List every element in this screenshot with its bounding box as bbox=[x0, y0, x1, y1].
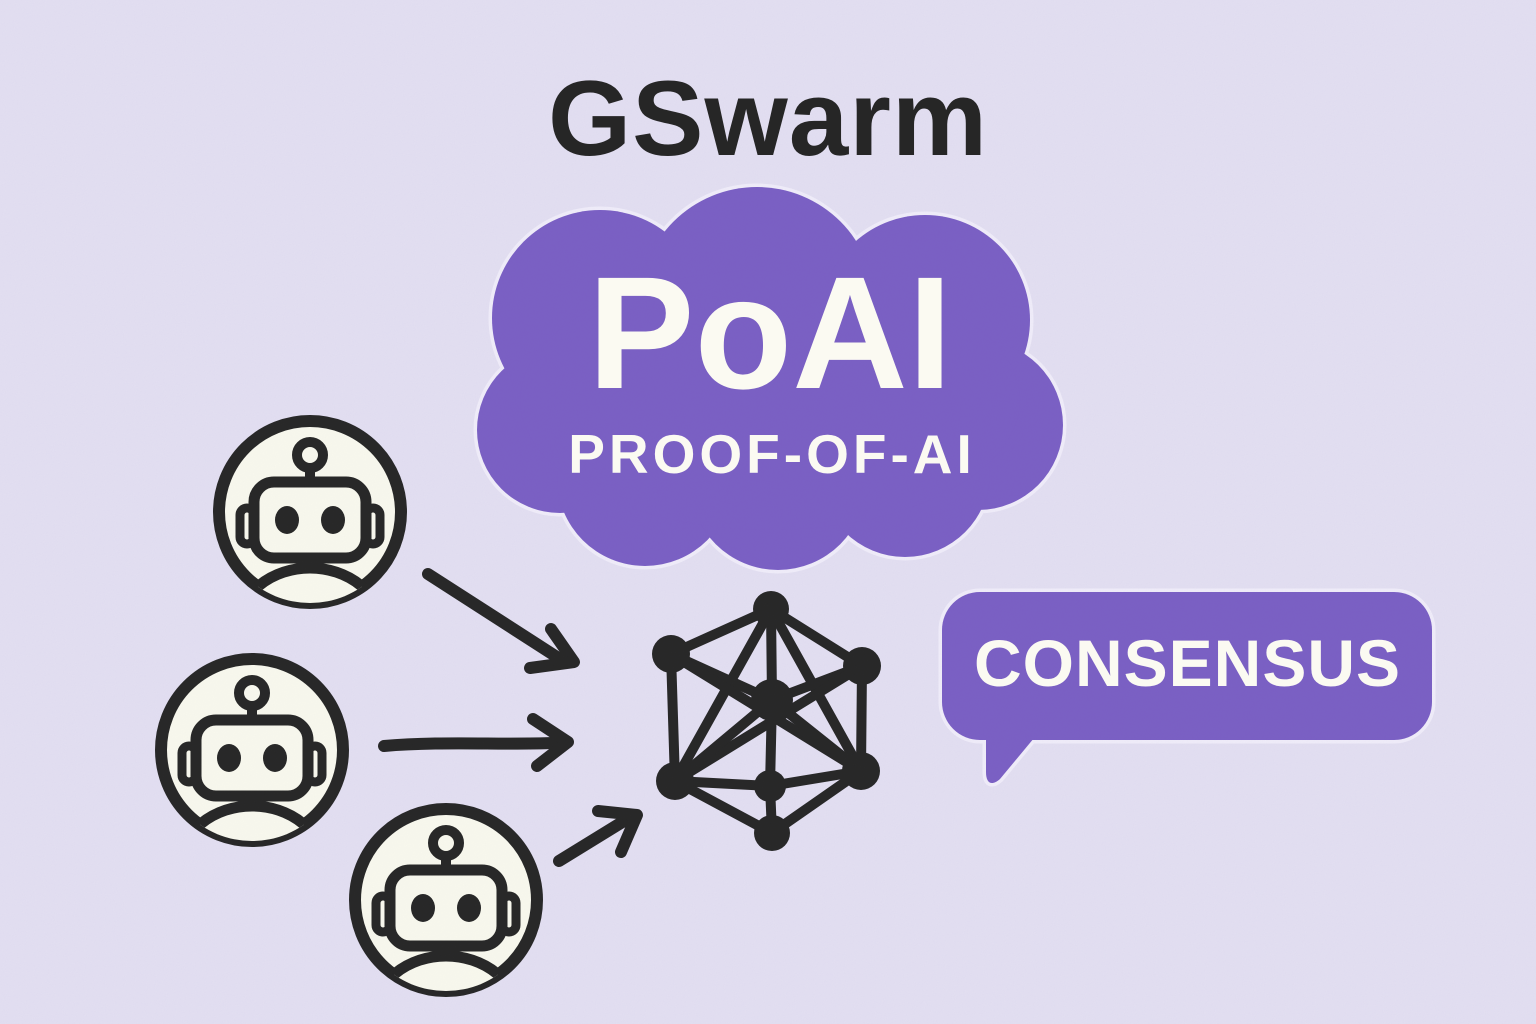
consensus-label: CONSENSUS bbox=[973, 626, 1402, 700]
page-title: GSwarm bbox=[547, 58, 989, 178]
poai-acronym-label: PoAI bbox=[587, 243, 953, 422]
proof-of-ai-label: PROOF-OF-AI bbox=[568, 423, 976, 485]
